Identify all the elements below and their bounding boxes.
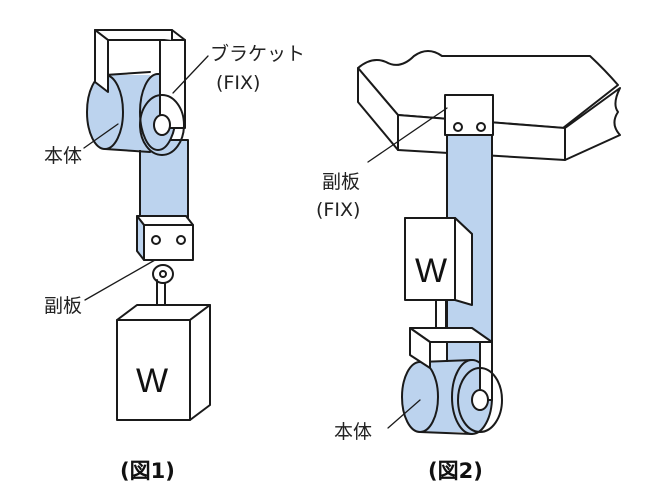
fig1-bracket-label: ブラケット: [210, 43, 306, 65]
fig2-weight-letter: W: [415, 252, 447, 290]
fig2-rod: [435, 299, 447, 331]
fig2-bracket: [409, 327, 503, 433]
fig1-weight-box: W: [116, 304, 211, 421]
fig2-subplate-label: 副板: [322, 171, 361, 193]
fig2-caption: (図2): [428, 459, 483, 483]
fig2-weight-box: W: [404, 217, 473, 306]
fig1-bracket: [94, 29, 186, 129]
fig2-body-label: 本体: [334, 421, 373, 443]
figure-1: W: [83, 29, 211, 421]
fig1-axle: [139, 94, 185, 156]
fig1-body-label: 本体: [44, 145, 83, 167]
fig1-subplate: [136, 215, 194, 261]
fig2-leaders: [367, 107, 448, 429]
figure-2: W: [357, 50, 621, 435]
fig1-caption: (図1): [120, 459, 175, 483]
fig1-leaders: [83, 55, 209, 301]
fig1-weight-letter: W: [136, 362, 168, 400]
fig2-subplate-fix-label: (FIX): [316, 199, 361, 221]
fig1-subplate-label: 副板: [44, 295, 83, 317]
fig2-subplate: [444, 94, 494, 136]
fig1-bracket-fix-label: (FIX): [216, 72, 261, 94]
